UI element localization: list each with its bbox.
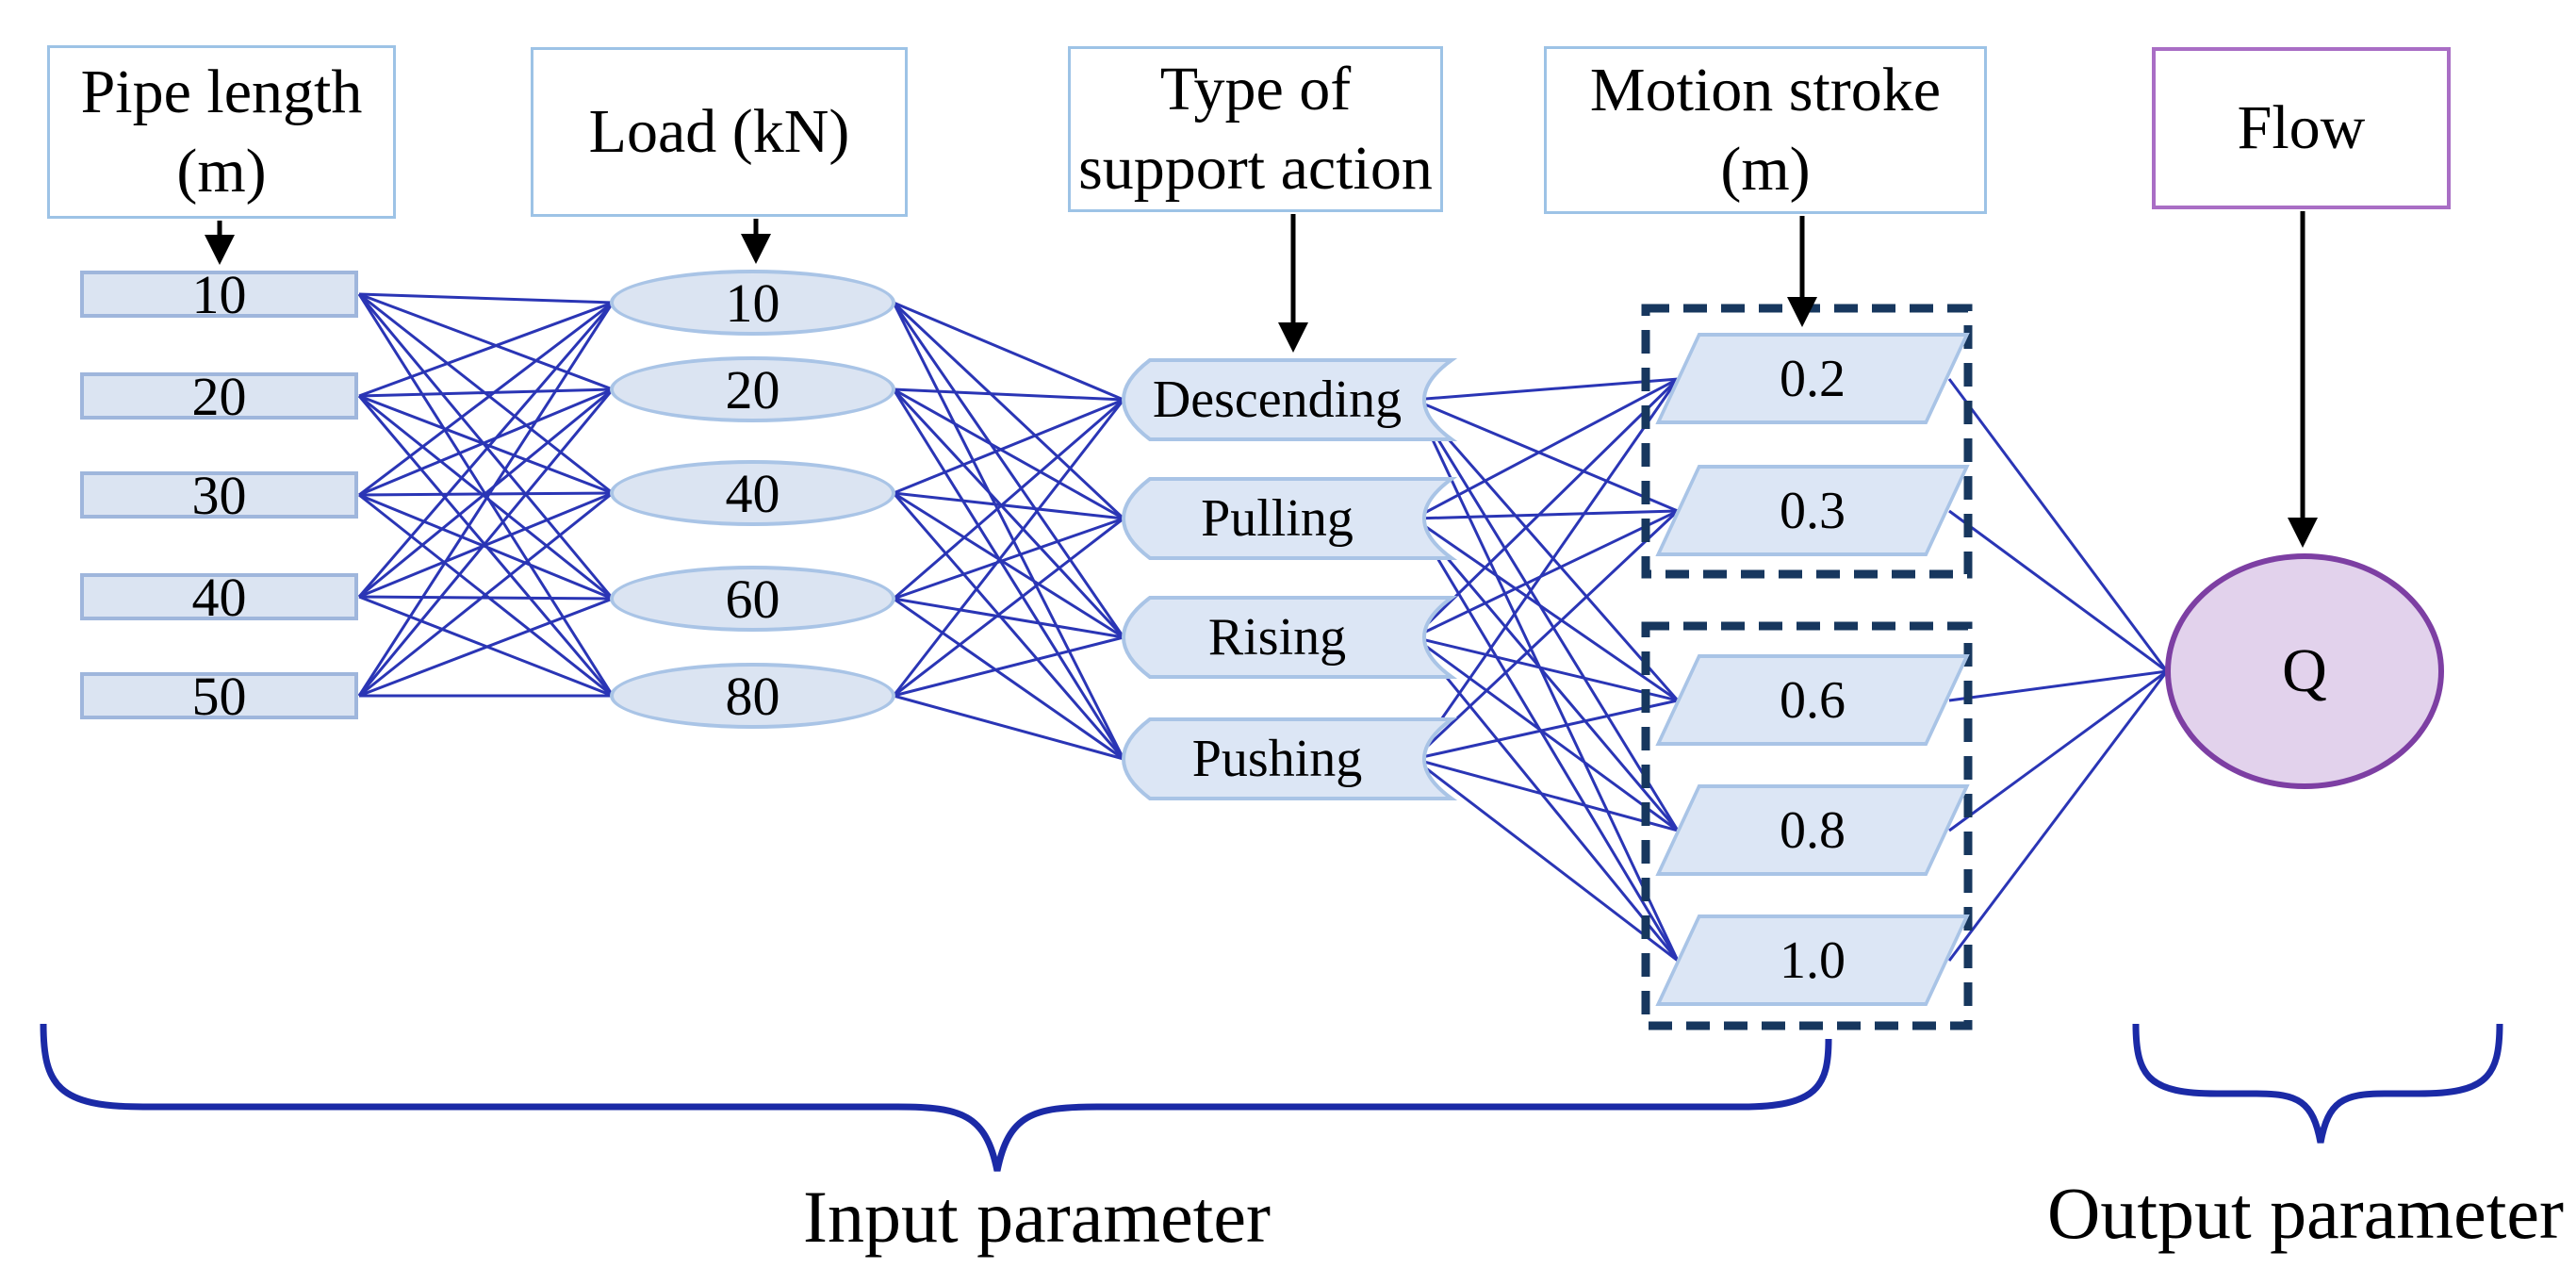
motion-stroke-value: 0.8	[1780, 800, 1846, 860]
motion-stroke-node-02: 0.2	[1655, 333, 1970, 424]
input-parameter-caption: Input parameter	[803, 1176, 1271, 1258]
motion-stroke-node-03: 0.3	[1655, 465, 1970, 556]
pipe-length-value: 50	[191, 665, 247, 727]
load-header-text: Load (kN)	[588, 96, 850, 166]
pipe-length-node-30: 30	[80, 465, 358, 526]
load-value: 80	[725, 665, 780, 727]
pipe-length-header: Pipe length (m)	[47, 45, 396, 219]
load-node-20: 20	[610, 356, 895, 422]
support-action-node-descending: Descending	[1122, 358, 1458, 441]
support-action-value: Descending	[1152, 371, 1403, 429]
pipe-length-header-line1: Pipe length	[80, 57, 363, 126]
support-action-value: Rising	[1207, 608, 1347, 667]
pipe-length-header-line2: (m)	[176, 137, 267, 206]
load-node-40: 40	[610, 460, 895, 526]
load-node-60: 60	[610, 566, 895, 632]
load-header: Load (kN)	[531, 47, 908, 217]
motion-stroke-node-10: 1.0	[1655, 914, 1970, 1006]
motion-stroke-value: 0.6	[1780, 670, 1846, 730]
pipe-length-node-50: 50	[80, 666, 358, 727]
load-value: 40	[725, 462, 780, 524]
motion-stroke-header-line1: Motion stroke	[1589, 55, 1942, 124]
stored-data-shape	[1122, 477, 1458, 560]
support-action-node-rising: Rising	[1122, 596, 1458, 679]
support-action-value: Pushing	[1191, 730, 1363, 788]
flow-header-text: Flow	[2237, 92, 2366, 162]
pipe-length-node-40: 40	[80, 567, 358, 628]
output-node-q: Q	[2165, 553, 2444, 789]
flow-output-value: Q	[2282, 636, 2327, 705]
pipe-length-value: 10	[191, 263, 247, 325]
support-action-header: Type of support action	[1068, 46, 1443, 212]
load-value: 10	[725, 272, 780, 334]
output-parameter-caption: Output parameter	[2047, 1172, 2564, 1254]
pipe-length-value: 30	[191, 464, 247, 526]
support-action-value: Pulling	[1201, 489, 1354, 548]
motion-stroke-node-06: 0.6	[1655, 654, 1970, 746]
motion-stroke-value: 0.2	[1780, 349, 1846, 408]
load-value: 60	[725, 568, 780, 630]
pipe-length-value: 20	[191, 365, 247, 427]
motion-stroke-header: Motion stroke (m)	[1544, 46, 1987, 214]
input-brace	[40, 1023, 1832, 1172]
motion-stroke-node-08: 0.8	[1655, 784, 1970, 876]
motion-stroke-group2-dashed-box	[1641, 621, 1973, 1030]
support-action-header-line2: support action	[1078, 134, 1433, 203]
load-node-10: 10	[610, 270, 895, 336]
connection-lines	[357, 292, 2169, 963]
pipe-length-value: 40	[191, 566, 247, 628]
stored-data-shape	[1122, 358, 1458, 441]
stored-data-shape	[1122, 596, 1458, 679]
pipe-length-node-20: 20	[80, 366, 358, 427]
output-brace	[2132, 1023, 2503, 1144]
support-action-node-pulling: Pulling	[1122, 477, 1458, 560]
stored-data-shape	[1122, 717, 1458, 800]
load-node-80: 80	[610, 663, 895, 729]
load-value: 20	[725, 358, 780, 420]
motion-stroke-value: 1.0	[1780, 931, 1846, 990]
support-action-header-line1: Type of	[1159, 54, 1352, 124]
motion-stroke-header-line2: (m)	[1720, 135, 1811, 204]
pipe-length-node-10: 10	[80, 264, 358, 325]
flow-header: Flow	[2152, 47, 2451, 209]
support-action-node-pushing: Pushing	[1122, 717, 1458, 800]
motion-stroke-value: 0.3	[1780, 481, 1846, 540]
header-arrows	[205, 211, 2318, 548]
